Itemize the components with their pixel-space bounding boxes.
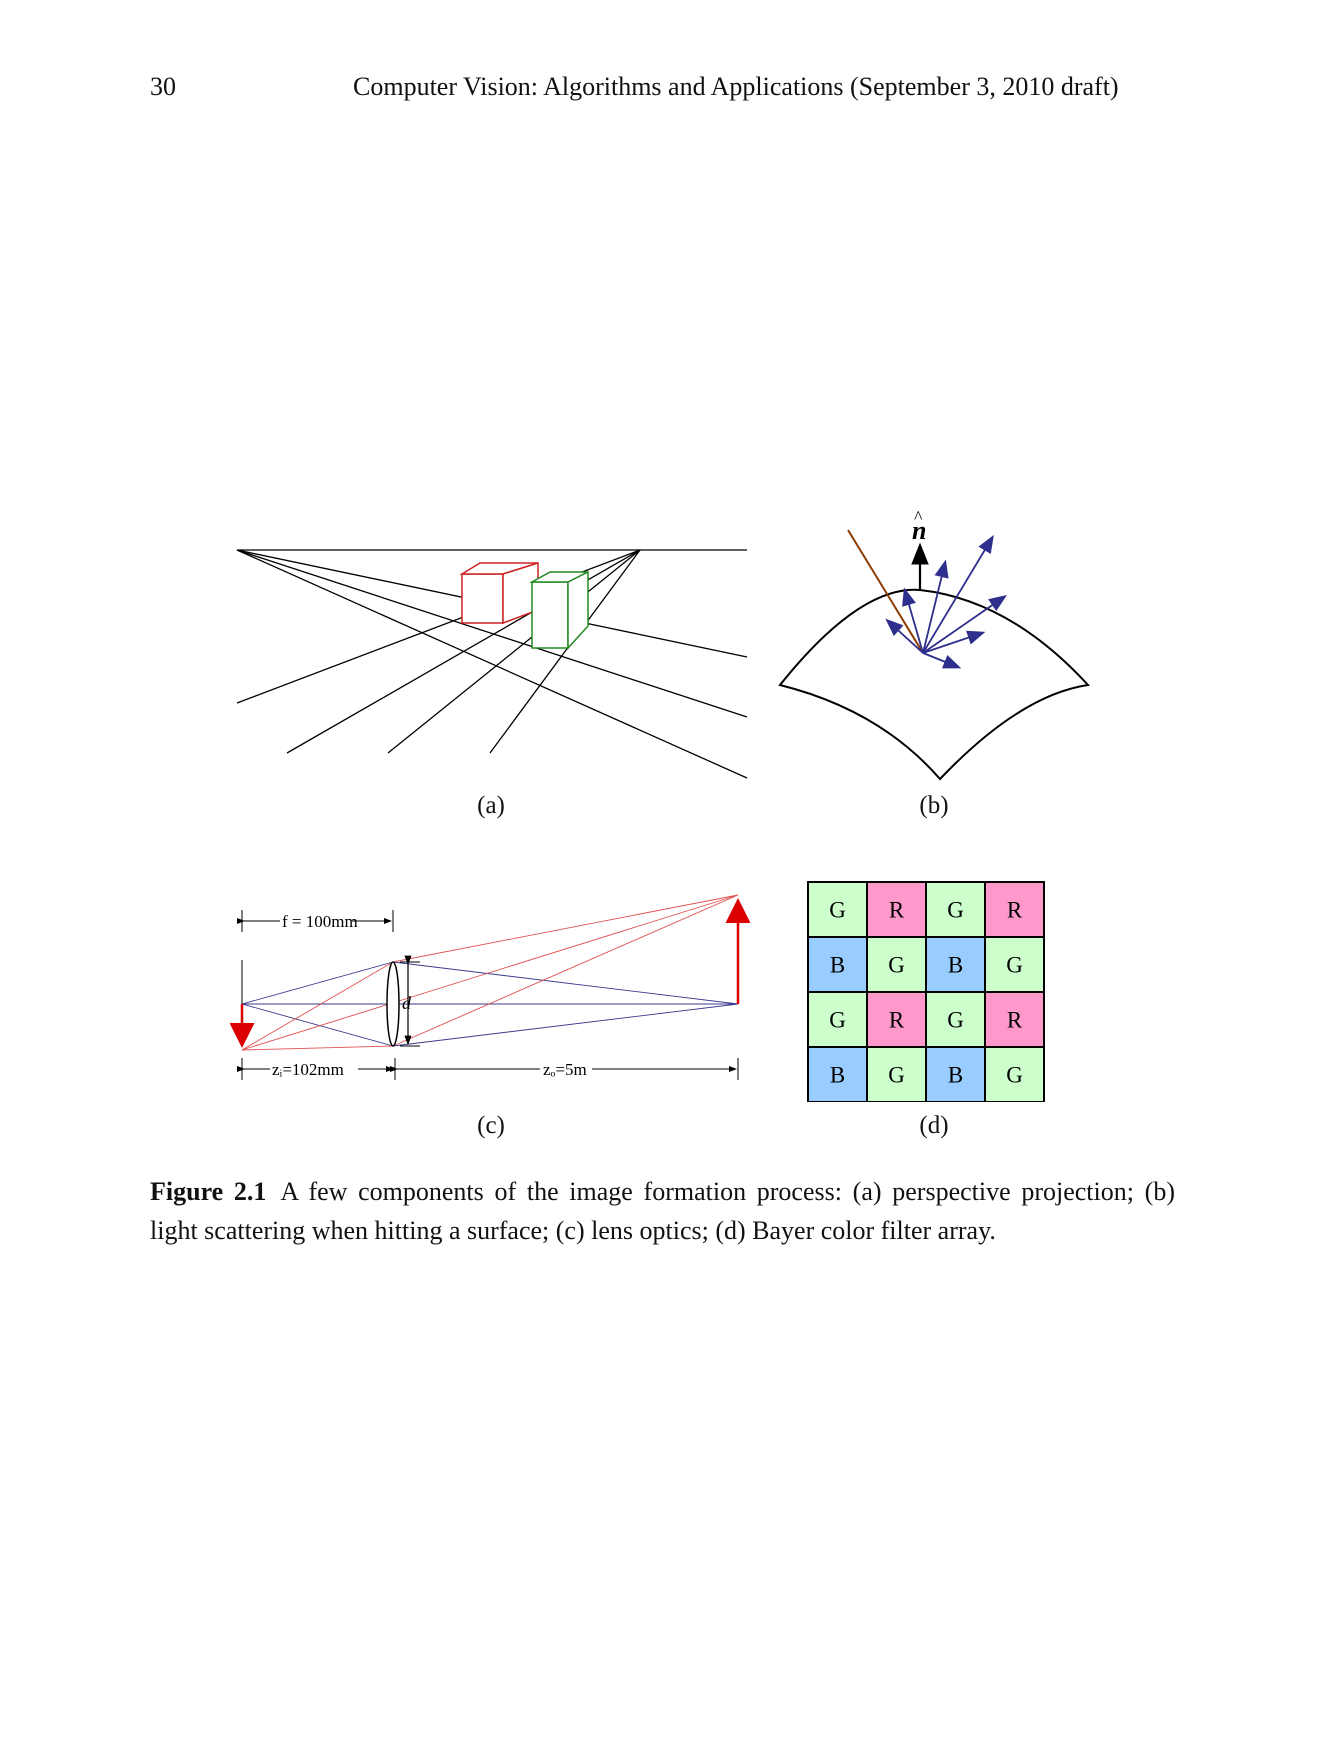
panel-a-label: (a) xyxy=(477,792,505,819)
bayer-cell-letter: G xyxy=(829,1008,846,1033)
panel-a-perspective-diagram xyxy=(236,549,748,779)
bayer-cell-r: R xyxy=(984,991,1045,1048)
caption-label: Figure 2.1 xyxy=(150,1177,267,1206)
perspective-line xyxy=(236,549,748,779)
bayer-cell-r: R xyxy=(866,881,927,938)
incident-ray xyxy=(847,529,924,654)
panel-b-label: (b) xyxy=(919,792,949,819)
bayer-cell-letter: R xyxy=(1007,1008,1023,1033)
bayer-cell-b: B xyxy=(925,1046,986,1102)
bayer-cell-letter: R xyxy=(889,1008,905,1033)
bayer-cell-letter: R xyxy=(889,898,905,923)
normal-hat: ^ xyxy=(914,507,923,527)
bayer-cell-b: B xyxy=(807,936,868,993)
ray-blue xyxy=(392,1003,739,1047)
ray-blue xyxy=(241,961,394,1005)
bayer-cell-g: G xyxy=(984,936,1045,993)
aperture-label: d xyxy=(402,993,412,1013)
bayer-cell-letter: G xyxy=(888,1063,905,1088)
caption-text: A few components of the image formation … xyxy=(150,1177,1175,1245)
panel-d-label: (d) xyxy=(919,1112,949,1139)
ray-red xyxy=(241,1045,394,1051)
bayer-cell-g: G xyxy=(984,1046,1045,1102)
ray-red xyxy=(392,894,739,1047)
panel-c-lens-diagram: d f = 100mm zᵢ=102mm zₒ=5m xyxy=(230,894,750,1080)
bayer-cell-g: G xyxy=(807,881,868,938)
lens xyxy=(386,961,400,1047)
bayer-cell-letter: G xyxy=(947,1008,964,1033)
panel-c-label: (c) xyxy=(477,1112,505,1139)
bayer-cell-letter: G xyxy=(1006,1063,1023,1088)
scattered-ray xyxy=(885,618,924,654)
scattered-ray xyxy=(922,630,986,654)
ray-red xyxy=(241,894,739,1051)
scattered-ray xyxy=(922,534,994,654)
page-number: 30 xyxy=(150,72,176,101)
bayer-cell-r: R xyxy=(866,991,927,1048)
bayer-cell-letter: G xyxy=(1006,953,1023,978)
bayer-cell-letter: R xyxy=(1007,898,1023,923)
bayer-cell-letter: G xyxy=(947,898,964,923)
normal-symbol: n xyxy=(912,516,926,545)
bayer-cell-letter: B xyxy=(830,1063,845,1088)
panel-b-scattering-diagram: n ^ xyxy=(778,507,1091,781)
ray-blue xyxy=(241,1003,394,1047)
bayer-cell-letter: B xyxy=(948,1063,963,1088)
bayer-cell-letter: B xyxy=(948,953,963,978)
bayer-cell-g: G xyxy=(925,991,986,1048)
bayer-cell-b: B xyxy=(807,1046,868,1102)
perspective-line xyxy=(489,549,641,754)
perspective-line xyxy=(387,549,641,754)
ray-blue xyxy=(392,961,739,1005)
bayer-cell-g: G xyxy=(925,881,986,938)
curved-surface xyxy=(778,588,1091,781)
panel-d-bayer-grid: G R G R B G B G G R G R B G B G xyxy=(807,881,1045,1102)
bayer-cell-g: G xyxy=(866,1046,927,1102)
bayer-cell-letter: G xyxy=(888,953,905,978)
bayer-cell-letter: G xyxy=(829,898,846,923)
scattered-ray xyxy=(922,559,949,654)
perspective-line xyxy=(236,549,748,718)
bayer-cell-b: B xyxy=(925,936,986,993)
bayer-cell-g: G xyxy=(866,936,927,993)
bayer-cell-r: R xyxy=(984,881,1045,938)
ray-red xyxy=(392,894,739,963)
ray-red xyxy=(241,961,394,1051)
red-cube xyxy=(459,561,539,625)
scattered-ray xyxy=(922,594,1007,654)
scattered-ray xyxy=(922,652,962,669)
bayer-cell-g: G xyxy=(807,991,868,1048)
running-title: Computer Vision: Algorithms and Applicat… xyxy=(353,72,1119,101)
scattered-ray xyxy=(902,587,924,654)
image-distance-label: zᵢ=102mm xyxy=(272,1060,344,1079)
green-cube xyxy=(529,570,589,650)
focal-length-label: f = 100mm xyxy=(282,912,358,931)
bayer-cell-letter: B xyxy=(830,953,845,978)
object-distance-label: zₒ=5m xyxy=(543,1060,587,1079)
